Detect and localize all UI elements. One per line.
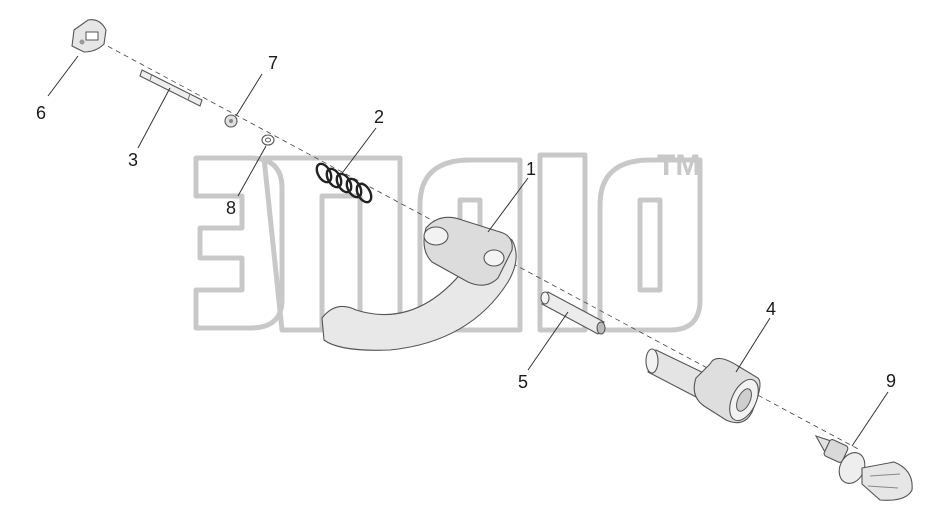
leader-9 (851, 391, 889, 447)
part-8-washer (261, 134, 275, 146)
callout-7: 7 (268, 53, 278, 73)
leader-3 (137, 87, 171, 149)
callout-4: 4 (766, 299, 776, 319)
leader-6 (47, 55, 79, 97)
leader-5 (527, 311, 569, 371)
callout-3: 3 (128, 150, 138, 170)
part-3-pin-rod (139, 69, 203, 107)
callout-1: 1 (526, 159, 536, 179)
part-6-end-bracket (71, 19, 107, 53)
leader-2 (339, 127, 377, 177)
leader-lines (47, 55, 889, 447)
callout-numbers: 6 7 3 2 8 1 4 5 9 (36, 53, 896, 392)
callout-6: 6 (36, 103, 46, 123)
part-9-lock-with-key (814, 435, 913, 501)
leader-7 (235, 73, 263, 117)
leader-4 (735, 317, 771, 373)
leader-1 (487, 177, 529, 233)
callout-5: 5 (518, 372, 528, 392)
part-4-cylinder-housing (645, 348, 761, 424)
callout-8: 8 (226, 198, 236, 218)
part-1-handle-lever (321, 216, 517, 351)
watermark-logo: TM (193, 149, 703, 333)
part-7-nut (224, 114, 238, 128)
callout-2: 2 (374, 107, 384, 127)
part-5-sleeve-pin (540, 291, 606, 335)
callout-9: 9 (886, 371, 896, 391)
part-2-spring (315, 162, 373, 204)
leader-8 (237, 145, 267, 197)
watermark-trademark: TM (657, 149, 700, 182)
